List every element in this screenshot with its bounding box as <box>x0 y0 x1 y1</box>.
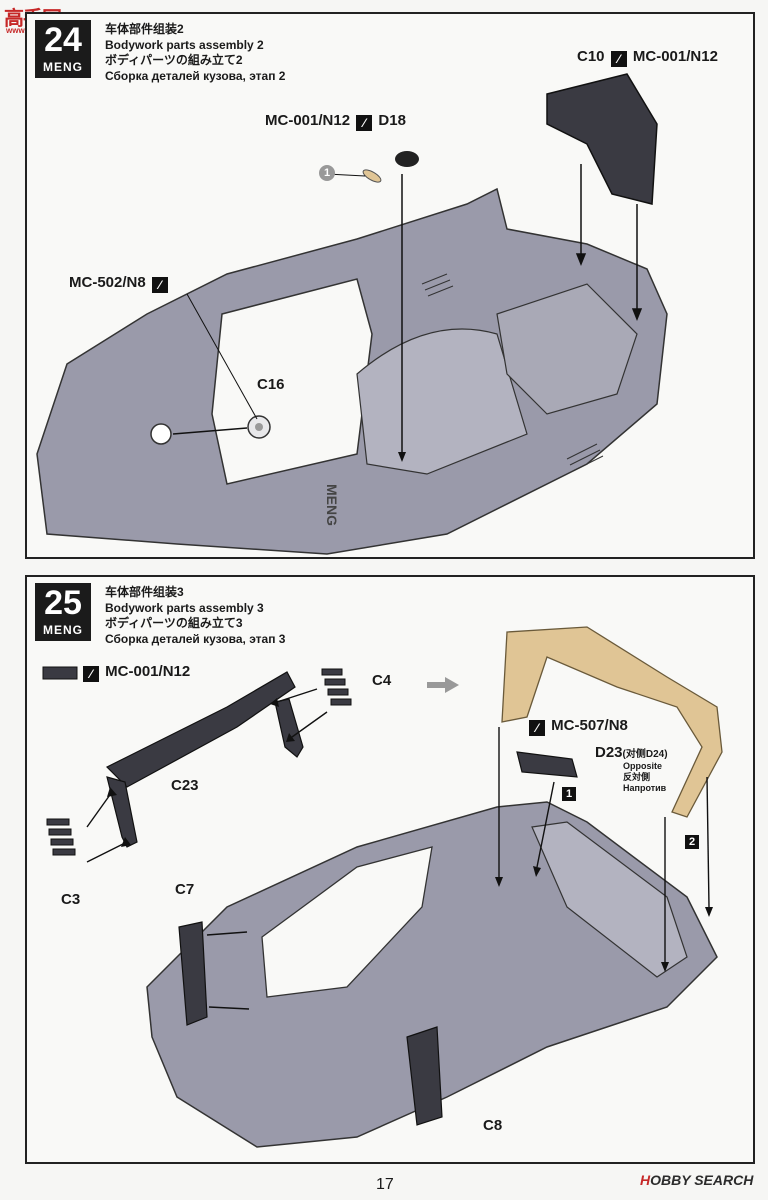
c10-paint-code: MC-001/N12 <box>632 48 718 65</box>
paint-brush-icon: ⁄ <box>151 277 168 293</box>
rear-deck <box>531 821 688 978</box>
step-25-brand: MENG <box>43 623 83 637</box>
step-25-badge: 25 MENG <box>35 583 91 641</box>
paint-brush-icon: ⁄ <box>529 720 545 736</box>
d23-callout: D23(对侧D24) <box>595 744 668 761</box>
c16-mount-hole <box>150 423 172 445</box>
c3-part <box>46 818 76 856</box>
d18-paint-code: MC-001/N12 <box>265 112 351 129</box>
d18-arrowhead <box>398 452 406 462</box>
mold-stamp: MENG <box>324 484 340 526</box>
c4-label: C4 <box>372 672 392 689</box>
paint-brush-icon: ⁄ <box>83 666 99 682</box>
mc507-paint-code: MC-507/N8 <box>551 717 628 734</box>
c8-part <box>406 1026 443 1126</box>
c8-label: C8 <box>483 1117 503 1134</box>
step-24-number: 24 <box>44 21 82 59</box>
d18-part <box>395 151 419 167</box>
page-number: 17 <box>376 1176 394 1193</box>
step-25-number: 25 <box>44 584 82 622</box>
step-25-panel: 25 MENG 车体部件组装3 Bodywork parts assembly … <box>25 575 755 1164</box>
step-24-brand: MENG <box>43 60 83 74</box>
paint-brush-icon: ⁄ <box>610 51 627 67</box>
opposite-ru: Напротив <box>623 783 667 793</box>
legend-paint-code: MC-001/N12 <box>105 663 191 680</box>
c10-part <box>546 73 658 205</box>
footer-watermark: HOBBY SEARCH <box>640 1172 753 1188</box>
c10-label: C10 <box>577 48 605 65</box>
step-24-title-en: Bodywork parts assembly 2 <box>105 37 264 52</box>
c7-part <box>178 921 208 1026</box>
d23-label: D23 <box>595 744 623 761</box>
c16-arrow <box>172 427 248 435</box>
step-25-title-en: Bodywork parts assembly 3 <box>105 600 264 615</box>
footer-brand-prefix: H <box>640 1172 651 1188</box>
c7-label: C7 <box>175 881 195 898</box>
step-25-title-cn: 车体部件组装3 <box>105 585 184 599</box>
rear-block <box>496 283 638 415</box>
step-24-illustration: MENG <box>36 73 668 555</box>
step-24-titles: 车体部件组装2 Bodywork parts assembly 2 ボディパーツ… <box>105 22 285 84</box>
front-window-opening <box>261 846 433 998</box>
opposite-en: Opposite <box>623 761 663 771</box>
step-25-titles: 车体部件组装3 Bodywork parts assembly 3 ボディパーツ… <box>105 585 285 647</box>
c23-label: C23 <box>171 777 199 794</box>
step-25-title-jp: ボディパーツの組み立て3 <box>105 616 243 630</box>
step-25-illustration <box>42 626 723 1148</box>
d18-label: D18 <box>378 112 406 129</box>
mc507-callout: ⁄ MC-507/N8 <box>527 717 628 736</box>
c23-leg <box>106 776 138 848</box>
c16-label: C16 <box>257 376 285 393</box>
step-24-title-ru: Сборка деталей кузова, этап 2 <box>105 68 286 83</box>
c10-callout: C10 ⁄ MC-001/N12 <box>577 48 718 67</box>
step-24-title-cn: 车体部件组装2 <box>105 22 184 36</box>
next-arrow-icon <box>445 677 459 693</box>
legend-callout: ⁄ MC-001/N12 <box>81 663 190 682</box>
c23-part <box>105 671 296 788</box>
opposite-jp: 反対側 <box>623 772 651 782</box>
step-24-badge: 24 MENG <box>35 20 91 78</box>
mc502-callout: MC-502/N8 ⁄ <box>69 274 170 293</box>
marker-1: 1 <box>562 787 576 801</box>
tan-frame-part <box>501 626 723 818</box>
arrowheads <box>107 698 713 972</box>
step-25-title-ru: Сборка деталей кузова, этап 3 <box>105 631 286 646</box>
d18-callout: MC-001/N12 ⁄ D18 <box>265 112 406 131</box>
footer-brand-text: OBBY SEARCH <box>650 1172 754 1188</box>
opposite-note: Opposite 反対側 Напротив <box>623 761 666 794</box>
legend-swatch <box>42 666 78 680</box>
c23-leg-right <box>274 698 304 758</box>
engine-arch <box>356 328 528 475</box>
mc502-paint-code: MC-502/N8 <box>69 274 146 291</box>
step-24-title-jp: ボディパーツの組み立て2 <box>105 53 243 67</box>
step-24-panel: MENG 24 MENG 车体部件组装2 Bodywork parts asse… <box>25 12 755 559</box>
d23-opposite-cn: (对侧D24) <box>622 749 668 760</box>
mc502-leader <box>186 293 258 420</box>
marker-2: 2 <box>685 835 699 849</box>
d23-part <box>516 751 578 778</box>
c3-label: C3 <box>61 891 81 908</box>
paint-brush-icon: ⁄ <box>356 115 373 131</box>
side-vents <box>421 273 604 472</box>
assembly-arrows <box>86 682 710 1010</box>
part-1-marker: 1 <box>319 165 335 181</box>
c4-part <box>321 668 352 706</box>
clear-lens-part <box>362 169 382 183</box>
c10-arrows <box>575 164 643 322</box>
